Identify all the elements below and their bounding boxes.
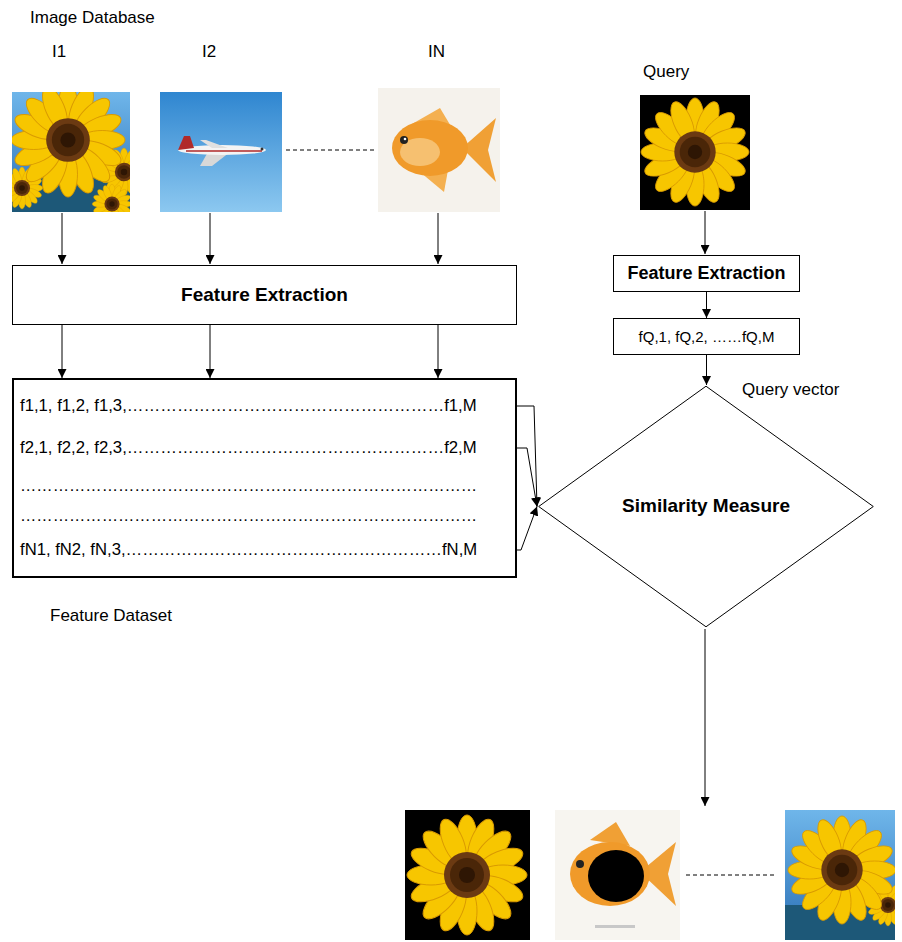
- section-label: Query: [643, 62, 689, 82]
- process-box: Feature Extraction: [613, 255, 800, 292]
- section-label: Image Database: [30, 8, 155, 28]
- input-arrow: [705, 211, 706, 254]
- connector-arrow: [210, 325, 211, 378]
- sunflower-image: [12, 92, 130, 212]
- input-arrow: [62, 213, 63, 264]
- fish-image: [378, 88, 500, 212]
- input-arrow: [438, 213, 439, 264]
- result-fish-image: [555, 810, 680, 940]
- vector-label: Query vector: [742, 380, 839, 400]
- airplane-image: [160, 92, 282, 212]
- dataset-heading: Feature Dataset: [50, 606, 172, 626]
- process-box: Feature Extraction: [12, 265, 517, 325]
- connector-arrow: [706, 355, 707, 385]
- vector-box: fQ,1, fQ,2, ……fQ,Μ: [613, 318, 800, 355]
- result-sunflower-image: [405, 810, 530, 940]
- node-text: Feature Extraction: [181, 284, 348, 307]
- feature-row: f1,1, f1,2, f1,3,…………………………………………………f1,M: [20, 396, 477, 416]
- node-text: fQ,1, fQ,2, ……fQ,Μ: [639, 328, 775, 346]
- diamond-shape: [539, 386, 874, 627]
- connector-arrow: [517, 507, 537, 551]
- feature-row: f2,1, f2,2, f2,3,…………………………………………………f2,M: [20, 438, 477, 458]
- connector-arrow: [706, 292, 707, 318]
- image-label: I1: [52, 42, 66, 62]
- image-label: IN: [428, 42, 445, 62]
- dataset-box: f1,1, f1,2, f1,3,…………………………………………………f1,M…: [12, 378, 517, 578]
- connector-arrow: [438, 325, 439, 378]
- connector-arrow: [517, 406, 537, 507]
- query-sunflower-image: [640, 95, 750, 210]
- continuation-dash: [286, 150, 376, 151]
- output-arrow: [705, 629, 706, 806]
- image-label: I2: [202, 42, 216, 62]
- feature-row: fN1, fN2, fN,3,…………………………………………………fN,M: [20, 540, 477, 560]
- continuation-dash: [686, 875, 774, 876]
- input-arrow: [210, 213, 211, 264]
- decision-diamond: Similarity Measure: [537, 385, 875, 628]
- feature-row: …………………………………………………………………………: [20, 476, 477, 496]
- connector-arrow: [517, 448, 537, 507]
- node-text: Feature Extraction: [627, 263, 785, 285]
- result-sunflower-image: [785, 810, 895, 940]
- node-text: Similarity Measure: [622, 495, 790, 518]
- connector-arrow: [62, 325, 63, 378]
- feature-row: …………………………………………………………………………: [20, 506, 477, 526]
